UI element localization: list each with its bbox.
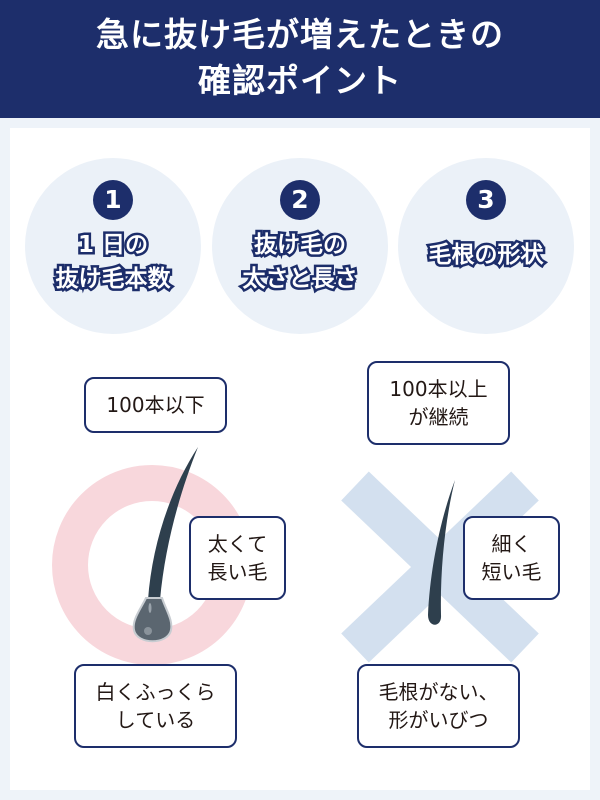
good-root-label: 白くふっくら している [74, 664, 237, 748]
bad-hair-label: 細く 短い毛 [463, 516, 560, 600]
bad-count-line-2: が継続 [408, 405, 469, 429]
title-line-2: 確認ポイント [198, 61, 402, 100]
bad-root-label: 毛根がない、 形がいびつ [357, 664, 520, 748]
good-hair-line-1: 太くて [207, 532, 268, 556]
bad-hair-line-1: 細く [491, 532, 532, 556]
point-3-circle: 3 毛根の形状 [398, 158, 574, 334]
good-root-line-1: 白くふっくら [95, 680, 216, 704]
number-badge-2: 2 [280, 180, 320, 220]
point-1-line-2: 抜け毛本数 [53, 264, 173, 295]
point-3-line-1: 毛根の形状 [426, 240, 546, 271]
bad-hair-line-2: 短い毛 [481, 560, 542, 584]
bad-count-label: 100本以上 が継続 [367, 361, 510, 445]
bad-count-line-1: 100本以上 [389, 377, 488, 401]
good-root-line-2: している [115, 708, 196, 732]
point-2-line-2: 太さと長さ [240, 264, 360, 295]
number-badge-1: 1 [93, 180, 133, 220]
good-hair-line-2: 長い毛 [207, 560, 268, 584]
healthy-hair-icon [132, 447, 198, 643]
good-count-text: 100本以下 [106, 393, 205, 417]
point-1-circle: 1 1 日の 抜け毛本数 [25, 158, 201, 334]
bad-root-line-1: 毛根がない、 [378, 680, 499, 704]
number-badge-3: 3 [466, 180, 506, 220]
page-header: 急に抜け毛が増えたときの 確認ポイント [0, 0, 600, 118]
good-count-label: 100本以下 [84, 377, 227, 433]
thin-hair-icon [428, 480, 455, 625]
title-line-1: 急に抜け毛が増えたときの [96, 15, 504, 54]
point-2-line-1: 抜け毛の [252, 230, 349, 261]
point-2-circle: 2 抜け毛の 太さと長さ [212, 158, 388, 334]
point-1-line-1: 1 日の [75, 230, 150, 261]
good-hair-label: 太くて 長い毛 [189, 516, 286, 600]
bad-root-line-2: 形がいびつ [388, 708, 489, 732]
